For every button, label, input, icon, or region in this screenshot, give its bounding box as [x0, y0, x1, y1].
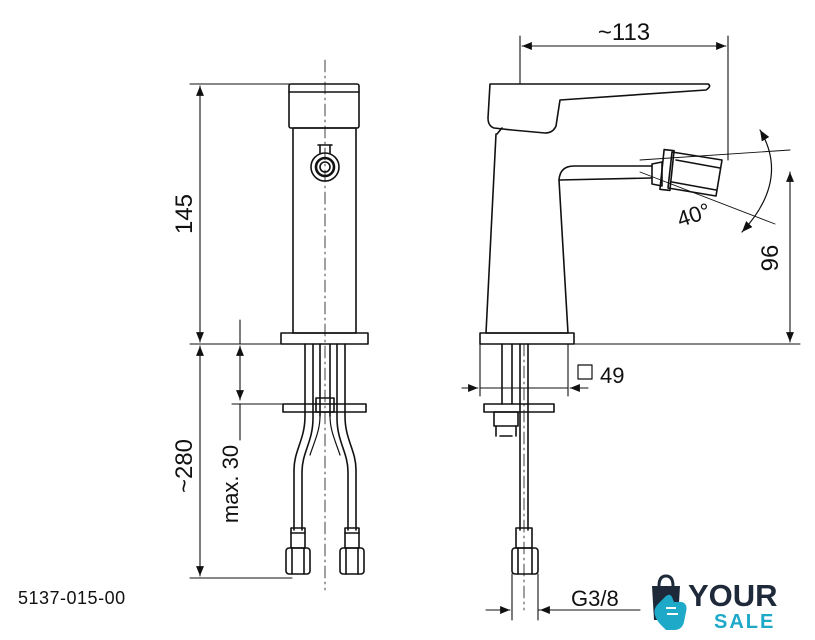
dim-base-square: 49 [600, 363, 624, 388]
dim-hose-length: ~280 [171, 439, 198, 493]
dimension-lines [189, 35, 801, 621]
front-handle [288, 83, 360, 129]
side-lever [487, 83, 711, 134]
side-body [485, 133, 653, 334]
dim-max-thickness: max. 30 [218, 445, 243, 523]
front-base [280, 332, 369, 345]
brand-word-top: YOUR [688, 578, 778, 613]
dim-depth: ~113 [598, 19, 650, 46]
shopping-bag-icon [652, 574, 687, 630]
dim-outlet-height: 96 [757, 245, 784, 272]
brand-logo: YOUR SALE [652, 574, 778, 633]
front-view [280, 59, 369, 591]
side-spray-head [651, 161, 663, 187]
side-view [479, 83, 791, 611]
dim-thread: G3/8 [571, 586, 619, 611]
brand-word-bottom: SALE [714, 611, 775, 633]
dim-angle: 40° [674, 198, 713, 232]
product-code: 5137-015-00 [18, 588, 126, 608]
dim-height-body: 145 [171, 194, 198, 234]
